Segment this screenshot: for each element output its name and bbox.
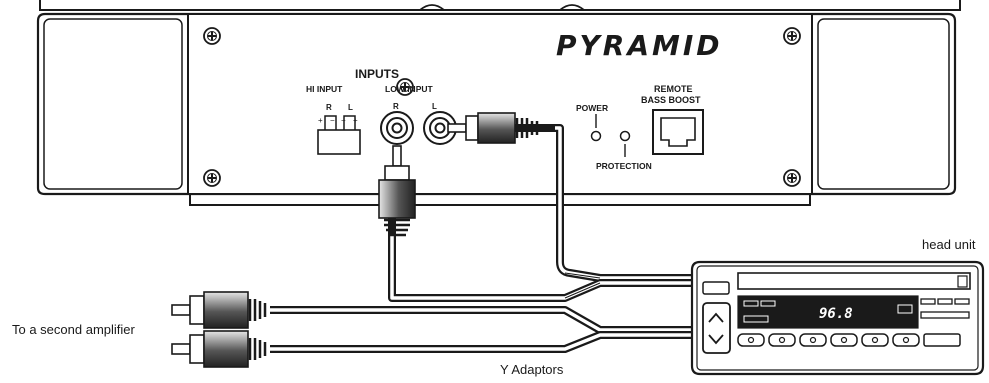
screw-icon [783,27,801,45]
low-input-right-label: R [393,102,399,111]
y-adaptors-label: Y Adaptors [500,362,564,377]
second-amplifier-label: To a second amplifier [12,322,136,337]
brand-logo: PYRAMID [556,29,723,62]
hi-input-left-label: L [348,103,353,112]
head-unit [690,260,985,376]
remote-label-line1: REMOTE [654,84,693,94]
rca-jack-icon [423,111,457,145]
hi-input-label: HI INPUT [306,84,343,94]
inputs-title: INPUTS [355,67,399,81]
rca-plug-icon [171,291,267,329]
protection-label: PROTECTION [596,161,652,171]
led-icon [590,130,602,142]
low-input-left-label: L [432,102,437,111]
hi-input-minus-1: − [330,116,335,125]
rca-jack-icon [380,111,414,145]
hi-input-connector: R L + − − + [317,103,361,155]
head-unit-caption: head unit [922,237,976,252]
rca-plug-icon [378,145,416,237]
rca-plug-icon [171,330,267,368]
low-input-label: LOW INPUT [385,84,433,94]
hi-input-plus-1: + [318,116,323,125]
power-label: POWER [576,103,608,113]
led-icon [619,130,631,142]
modular-jack-icon [652,109,704,155]
hi-input-right-label: R [326,103,332,112]
screw-icon [203,169,221,187]
rca-plug-icon [447,112,555,144]
screw-icon [783,169,801,187]
remote-label-line2: BASS BOOST [641,95,701,105]
screw-icon [203,27,221,45]
amplifier [36,0,961,206]
y-adaptor-icon [564,272,601,299]
head-unit-display-value: 96.8 [819,306,853,322]
